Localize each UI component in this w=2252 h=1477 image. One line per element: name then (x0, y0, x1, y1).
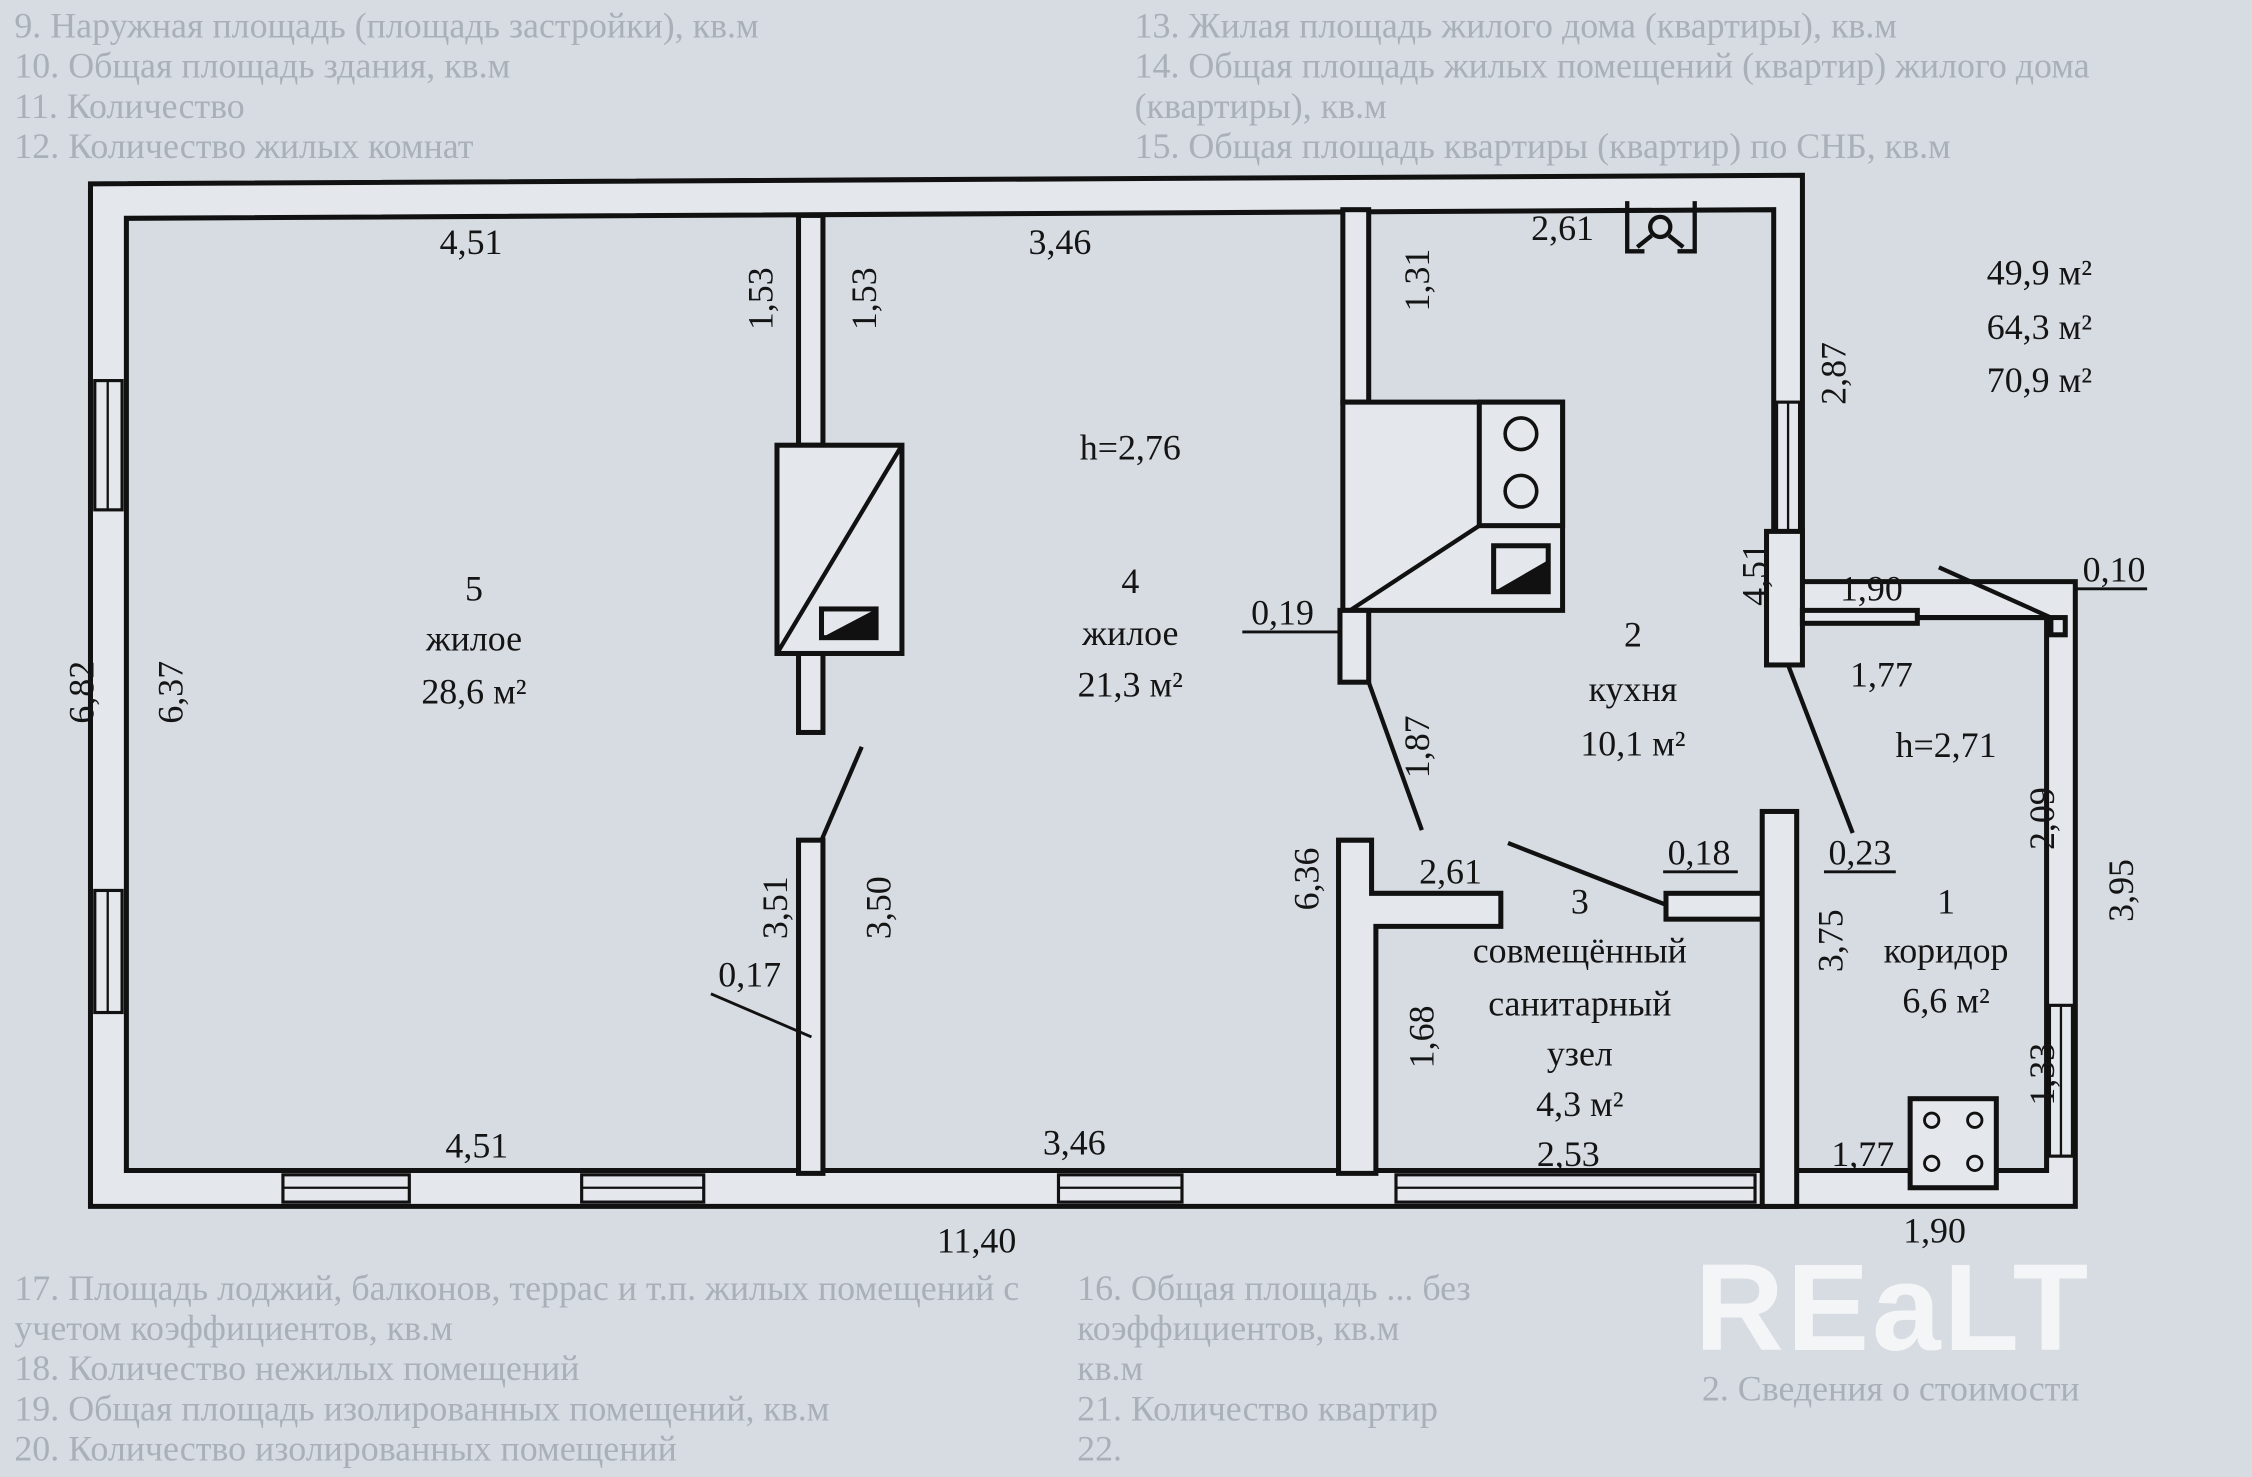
dimension-label: 1,77 (1850, 655, 1913, 695)
room-height: h=2,71 (1896, 725, 1997, 765)
form-line: кв.м (1077, 1348, 1143, 1388)
total-area: 49,9 м² (1987, 252, 2092, 292)
dimension-label: 3,50 (858, 876, 898, 939)
dimension-label: 1,90 (1903, 1210, 1966, 1250)
dimension-label: 3,75 (1811, 909, 1851, 972)
partition-wall (796, 212, 826, 448)
form-line: 19. Общая площадь изолированных помещени… (14, 1388, 829, 1428)
partition-wall (1337, 607, 1372, 685)
dimension-label: 0,17 (718, 955, 781, 995)
form-line: 18. Количество нежилых помещений (14, 1348, 579, 1388)
room-area: 6,6 м² (1902, 981, 1989, 1021)
dimension-label: 1,90 (1840, 568, 1903, 608)
room-area: 4,3 м² (1536, 1084, 1623, 1124)
dimension-label: 1,31 (1397, 249, 1437, 312)
room-name: коридор (1884, 930, 2009, 970)
form-section-title: 2. Сведения о стоимости (1702, 1368, 2080, 1408)
door-swing (819, 745, 864, 842)
door-swing (1507, 841, 1667, 907)
background-form: 9. Наружная площадь (площадь застройки),… (14, 5, 2089, 1468)
dimension-label: 3,95 (2101, 859, 2141, 922)
partition-wall (796, 650, 826, 735)
form-line: 22. (1077, 1429, 1122, 1469)
room-number: 2 (1624, 614, 1642, 654)
door-swing (1366, 681, 1424, 831)
form-line: 15. Общая площадь квартиры (квартир) по … (1135, 126, 1951, 166)
room-name: жилое (425, 619, 522, 659)
dimension-label: 1,68 (1401, 1006, 1441, 1069)
dimension-label: 1,53 (741, 267, 781, 330)
partition-wall (1759, 808, 1800, 1209)
dimension-label: 1,87 (1397, 715, 1437, 778)
form-line: 17. Площадь лоджий, балконов, террас и т… (14, 1268, 1019, 1308)
dimension-label: 0,10 (2083, 550, 2146, 590)
dimension-label: 6,36 (1286, 848, 1326, 911)
plan-labels: 4,51 3,46 2,61 1,53 1,53 1,31 2,87 49,9 … (61, 208, 2145, 1261)
bathroom-wall (1336, 837, 1504, 1176)
dimension-label: 3,46 (1043, 1123, 1106, 1163)
dimension-label: 2,61 (1419, 851, 1482, 891)
dimension-label: 1,77 (1831, 1134, 1894, 1174)
room-name: узел (1547, 1034, 1613, 1074)
form-line: 12. Количество жилых комнат (14, 126, 473, 166)
room-number: 1 (1937, 881, 1955, 921)
door-swing (1937, 565, 2052, 620)
partition-wall (1799, 607, 1920, 626)
dimension-label: 3,51 (755, 876, 795, 939)
form-line: 21. Количество квартир (1077, 1388, 1438, 1428)
room-name: кухня (1589, 669, 1678, 709)
room-name: санитарный (1488, 983, 1671, 1023)
room-name: совмещённый (1473, 930, 1687, 970)
dimension-label: 2,61 (1531, 208, 1594, 248)
room-number: 5 (465, 568, 483, 608)
room-area: 21,3 м² (1078, 665, 1183, 705)
partition-wall (796, 837, 826, 1176)
form-line: 11. Количество (14, 86, 244, 126)
dimension-label: 4,51 (440, 222, 503, 262)
stove-heater-icon (774, 442, 905, 656)
dimension-label: 4,51 (1735, 543, 1775, 606)
dimension-label: 0,18 (1668, 833, 1731, 873)
partition-wall (1764, 528, 1805, 668)
walls (87, 172, 2148, 1209)
form-line: 20. Количество изолированных помещений (14, 1429, 677, 1469)
dimension-label: 2,53 (1537, 1134, 1600, 1174)
dimension-label: 3,46 (1029, 222, 1092, 262)
room-area: 10,1 м² (1580, 723, 1685, 763)
dimension-label: 6,82 (61, 661, 101, 724)
room-number: 4 (1121, 561, 1139, 601)
form-line: коэффициентов, кв.м (1077, 1308, 1399, 1348)
room-number: 3 (1571, 881, 1589, 921)
dimension-label: 1,33 (2022, 1043, 2062, 1106)
partition-wall (1340, 207, 1372, 405)
form-line: (квартиры), кв.м (1135, 86, 1387, 126)
room-height: h=2,76 (1080, 428, 1181, 468)
form-line: 16. Общая площадь ... без (1077, 1268, 1471, 1308)
kitchen-stove-icon (1340, 399, 1566, 613)
bathroom-wall (1663, 890, 1767, 922)
room-area: 28,6 м² (421, 672, 526, 712)
form-line: 9. Наружная площадь (площадь застройки),… (14, 5, 758, 45)
dimension-label: 0,19 (1251, 593, 1314, 633)
form-line: 14. Общая площадь жилых помещений (кварт… (1135, 46, 2090, 86)
dimension-label: 11,40 (937, 1220, 1016, 1260)
total-area: 64,3 м² (1987, 307, 2092, 347)
dimension-label: 4,51 (445, 1126, 508, 1166)
hob-icon (1907, 1096, 1999, 1191)
form-line: учетом коэффициентов, кв.м (14, 1308, 452, 1348)
form-line: 10. Общая площадь здания, кв.м (14, 46, 510, 86)
dimension-label: 1,53 (844, 267, 884, 330)
total-area: 70,9 м² (1987, 360, 2092, 400)
dimension-label: 6,37 (150, 661, 190, 724)
realt-watermark-logo: REaLT (1695, 1239, 2091, 1377)
dimension-label: 2,87 (1814, 342, 1854, 405)
room-name: жилое (1081, 613, 1178, 653)
dimension-label: 0,23 (1828, 833, 1891, 873)
dimension-label: 2,09 (2022, 787, 2062, 850)
wardrobe-icon (1625, 201, 1697, 254)
door-swing (1786, 664, 1855, 834)
form-line: 13. Жилая площадь жилого дома (квартиры)… (1135, 5, 1897, 45)
